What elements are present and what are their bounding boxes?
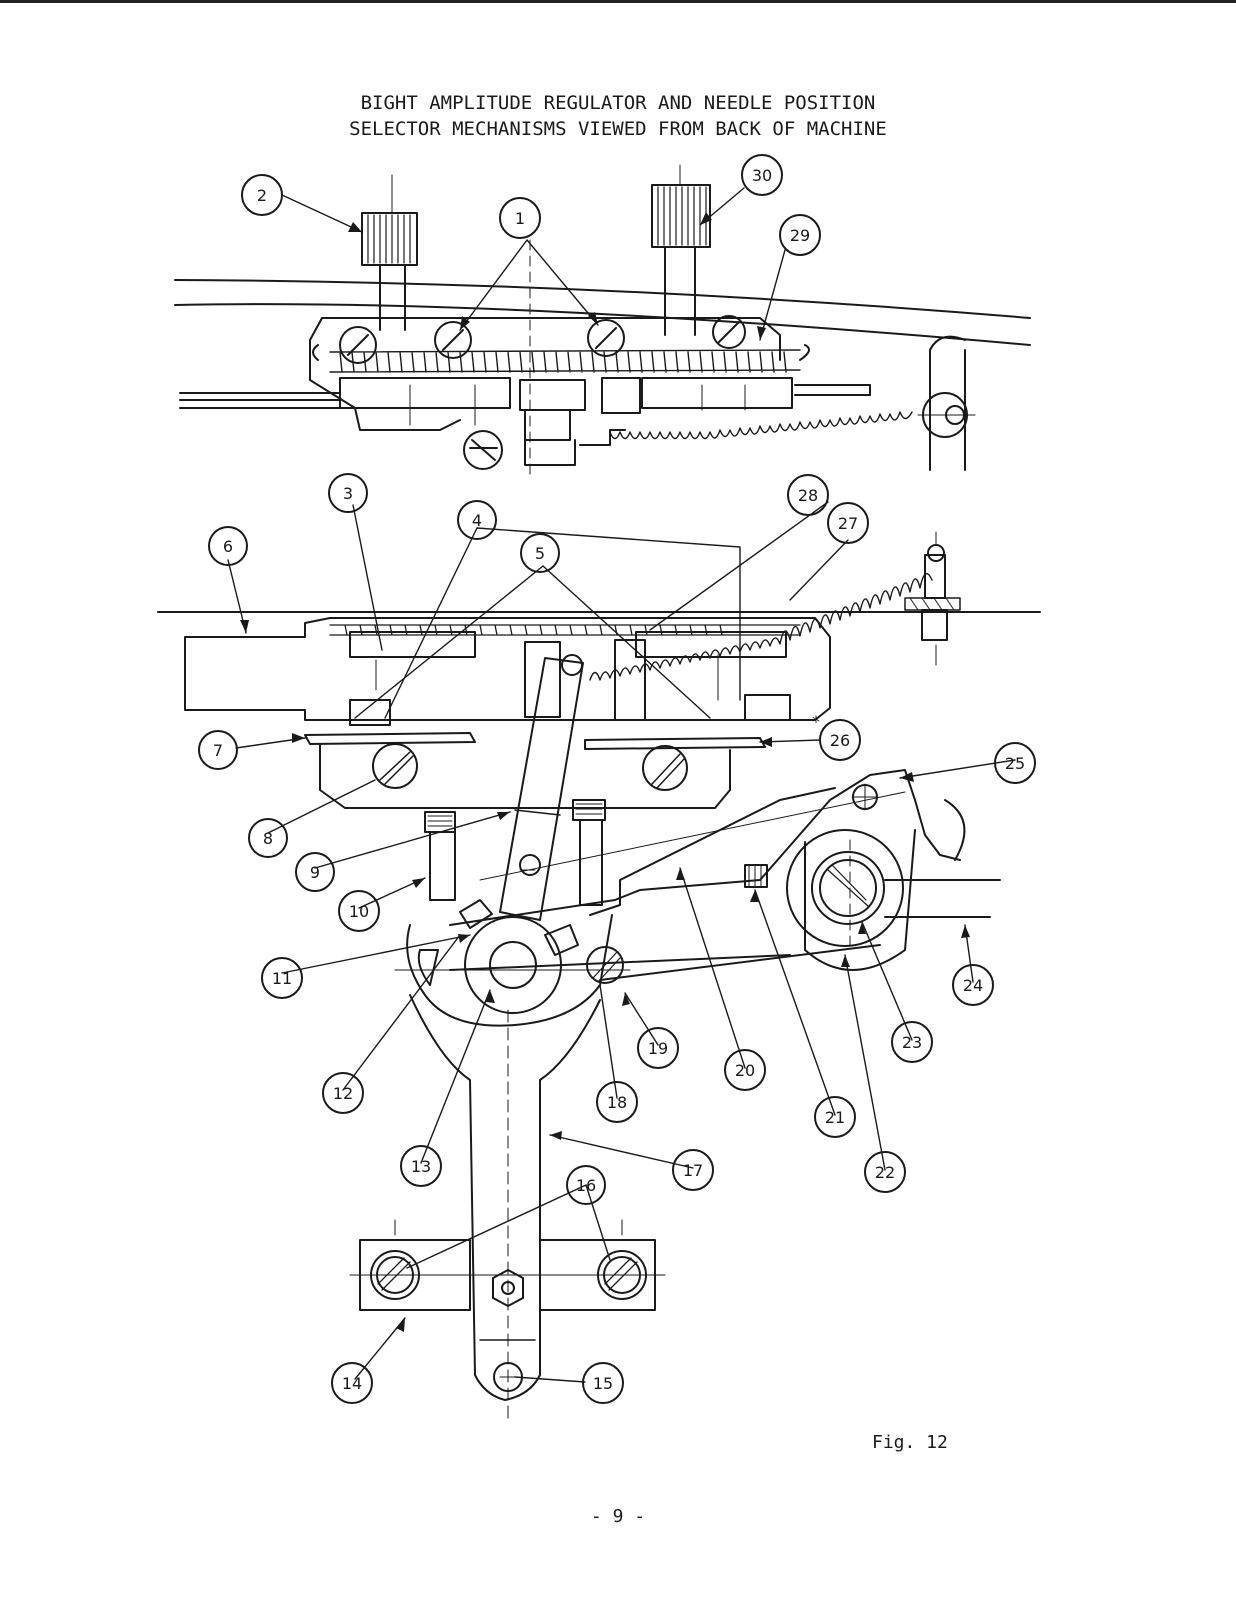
callout-17: 17 [672, 1149, 714, 1191]
svg-text:7: 7 [213, 741, 223, 760]
callout-10: 10 [338, 890, 380, 932]
callout-8: 8 [248, 818, 288, 858]
svg-text:29: 29 [790, 226, 810, 245]
callout-3: 3 [328, 473, 368, 513]
svg-text:30: 30 [752, 166, 772, 185]
page-number: - 9 - [590, 1506, 646, 1527]
svg-text:21: 21 [825, 1108, 845, 1127]
svg-text:19: 19 [648, 1039, 668, 1058]
figure-title: BIGHT AMPLITUDE REGULATOR AND NEEDLE POS… [0, 90, 1236, 142]
callout-1: 1 [499, 197, 541, 239]
callout-28: 28 [787, 474, 829, 516]
callout-21: 21 [814, 1096, 856, 1138]
callout-4: 4 [457, 500, 497, 540]
tension-spring [589, 572, 933, 681]
svg-text:17: 17 [683, 1161, 703, 1180]
svg-text:8: 8 [263, 829, 273, 848]
callout-9: 9 [295, 852, 335, 892]
upper-spring [329, 349, 801, 373]
left-knob [361, 174, 418, 331]
callouts: 1 2 3 4 5 6 7 8 9 10 11 12 13 14 15 16 1… [198, 154, 1036, 1404]
callout-29: 29 [779, 214, 821, 256]
top-screws [339, 315, 746, 364]
callout-22: 22 [864, 1151, 906, 1193]
callout-18: 18 [596, 1081, 638, 1123]
callout-27: 27 [827, 502, 869, 544]
svg-text:18: 18 [607, 1093, 627, 1112]
leader-lines [227, 187, 1016, 1383]
upper-lower-spring [609, 411, 913, 440]
callout-26: 26 [819, 719, 861, 761]
callout-25: 25 [994, 742, 1036, 784]
callout-7: 7 [198, 730, 238, 770]
callout-16: 16 [566, 1165, 606, 1205]
figure-title-line-2: SELECTOR MECHANISMS VIEWED FROM BACK OF … [349, 118, 887, 140]
callout-12: 12 [322, 1072, 364, 1114]
callout-11: 11 [261, 957, 303, 999]
svg-text:26: 26 [830, 731, 850, 750]
callout-19: 19 [637, 1027, 679, 1069]
svg-text:4: 4 [472, 511, 482, 530]
callout-13: 13 [400, 1145, 442, 1187]
callout-15: 15 [582, 1362, 624, 1404]
callout-5: 5 [520, 533, 560, 573]
callout-24: 24 [952, 964, 994, 1006]
svg-text:11: 11 [272, 969, 292, 988]
upper-assembly [174, 164, 1031, 481]
callout-6: 6 [208, 526, 248, 566]
lower-levers [349, 654, 1001, 1421]
arrowheads [240, 212, 970, 1332]
svg-text:15: 15 [593, 1374, 613, 1393]
svg-text:14: 14 [342, 1374, 362, 1393]
svg-text:1: 1 [515, 209, 525, 228]
svg-text:9: 9 [310, 863, 320, 882]
svg-text:28: 28 [798, 486, 818, 505]
callout-20: 20 [724, 1049, 766, 1091]
figure-title-line-1: BIGHT AMPLITUDE REGULATOR AND NEEDLE POS… [360, 92, 876, 114]
figure-label: Fig. 12 [872, 1432, 948, 1453]
svg-text:23: 23 [902, 1033, 922, 1052]
svg-text:6: 6 [223, 537, 233, 556]
middle-spring [329, 624, 801, 636]
svg-text:22: 22 [875, 1163, 895, 1182]
callout-23: 23 [891, 1021, 933, 1063]
svg-text:25: 25 [1005, 754, 1025, 773]
svg-text:2: 2 [257, 186, 267, 205]
callout-2: 2 [241, 174, 283, 216]
middle-assembly [157, 531, 1041, 906]
svg-text:24: 24 [963, 976, 983, 995]
callout-30: 30 [741, 154, 783, 196]
svg-text:5: 5 [535, 544, 545, 563]
right-knob [651, 164, 711, 336]
asterisk-mark: * [812, 712, 820, 731]
svg-text:27: 27 [838, 514, 858, 533]
svg-text:20: 20 [735, 1061, 755, 1080]
svg-text:12: 12 [333, 1084, 353, 1103]
svg-text:16: 16 [576, 1176, 596, 1195]
callout-14: 14 [331, 1362, 373, 1404]
svg-text:10: 10 [349, 902, 369, 921]
svg-text:13: 13 [411, 1157, 431, 1176]
top-border-rule [0, 0, 1236, 3]
svg-text:3: 3 [343, 484, 353, 503]
